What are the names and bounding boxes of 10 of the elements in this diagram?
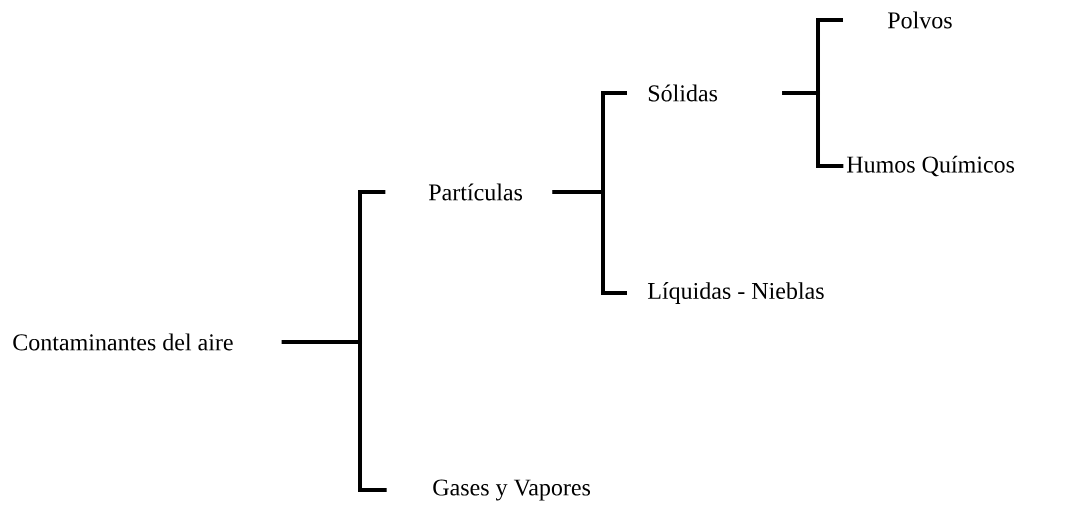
bracket-line xyxy=(552,190,627,295)
node-label: Humos Químicos xyxy=(846,155,1015,177)
node-label: Líquidas - Nieblas xyxy=(647,282,824,304)
node-label: Sólidas xyxy=(648,84,718,102)
node-label: Gases y Vapores xyxy=(433,479,591,501)
bracket-line xyxy=(281,340,387,492)
node-label: Contaminantes del aire xyxy=(13,333,233,351)
node-label: Partículas xyxy=(428,183,523,201)
bracket-line xyxy=(782,91,844,168)
node-label: Polvos xyxy=(887,11,952,29)
